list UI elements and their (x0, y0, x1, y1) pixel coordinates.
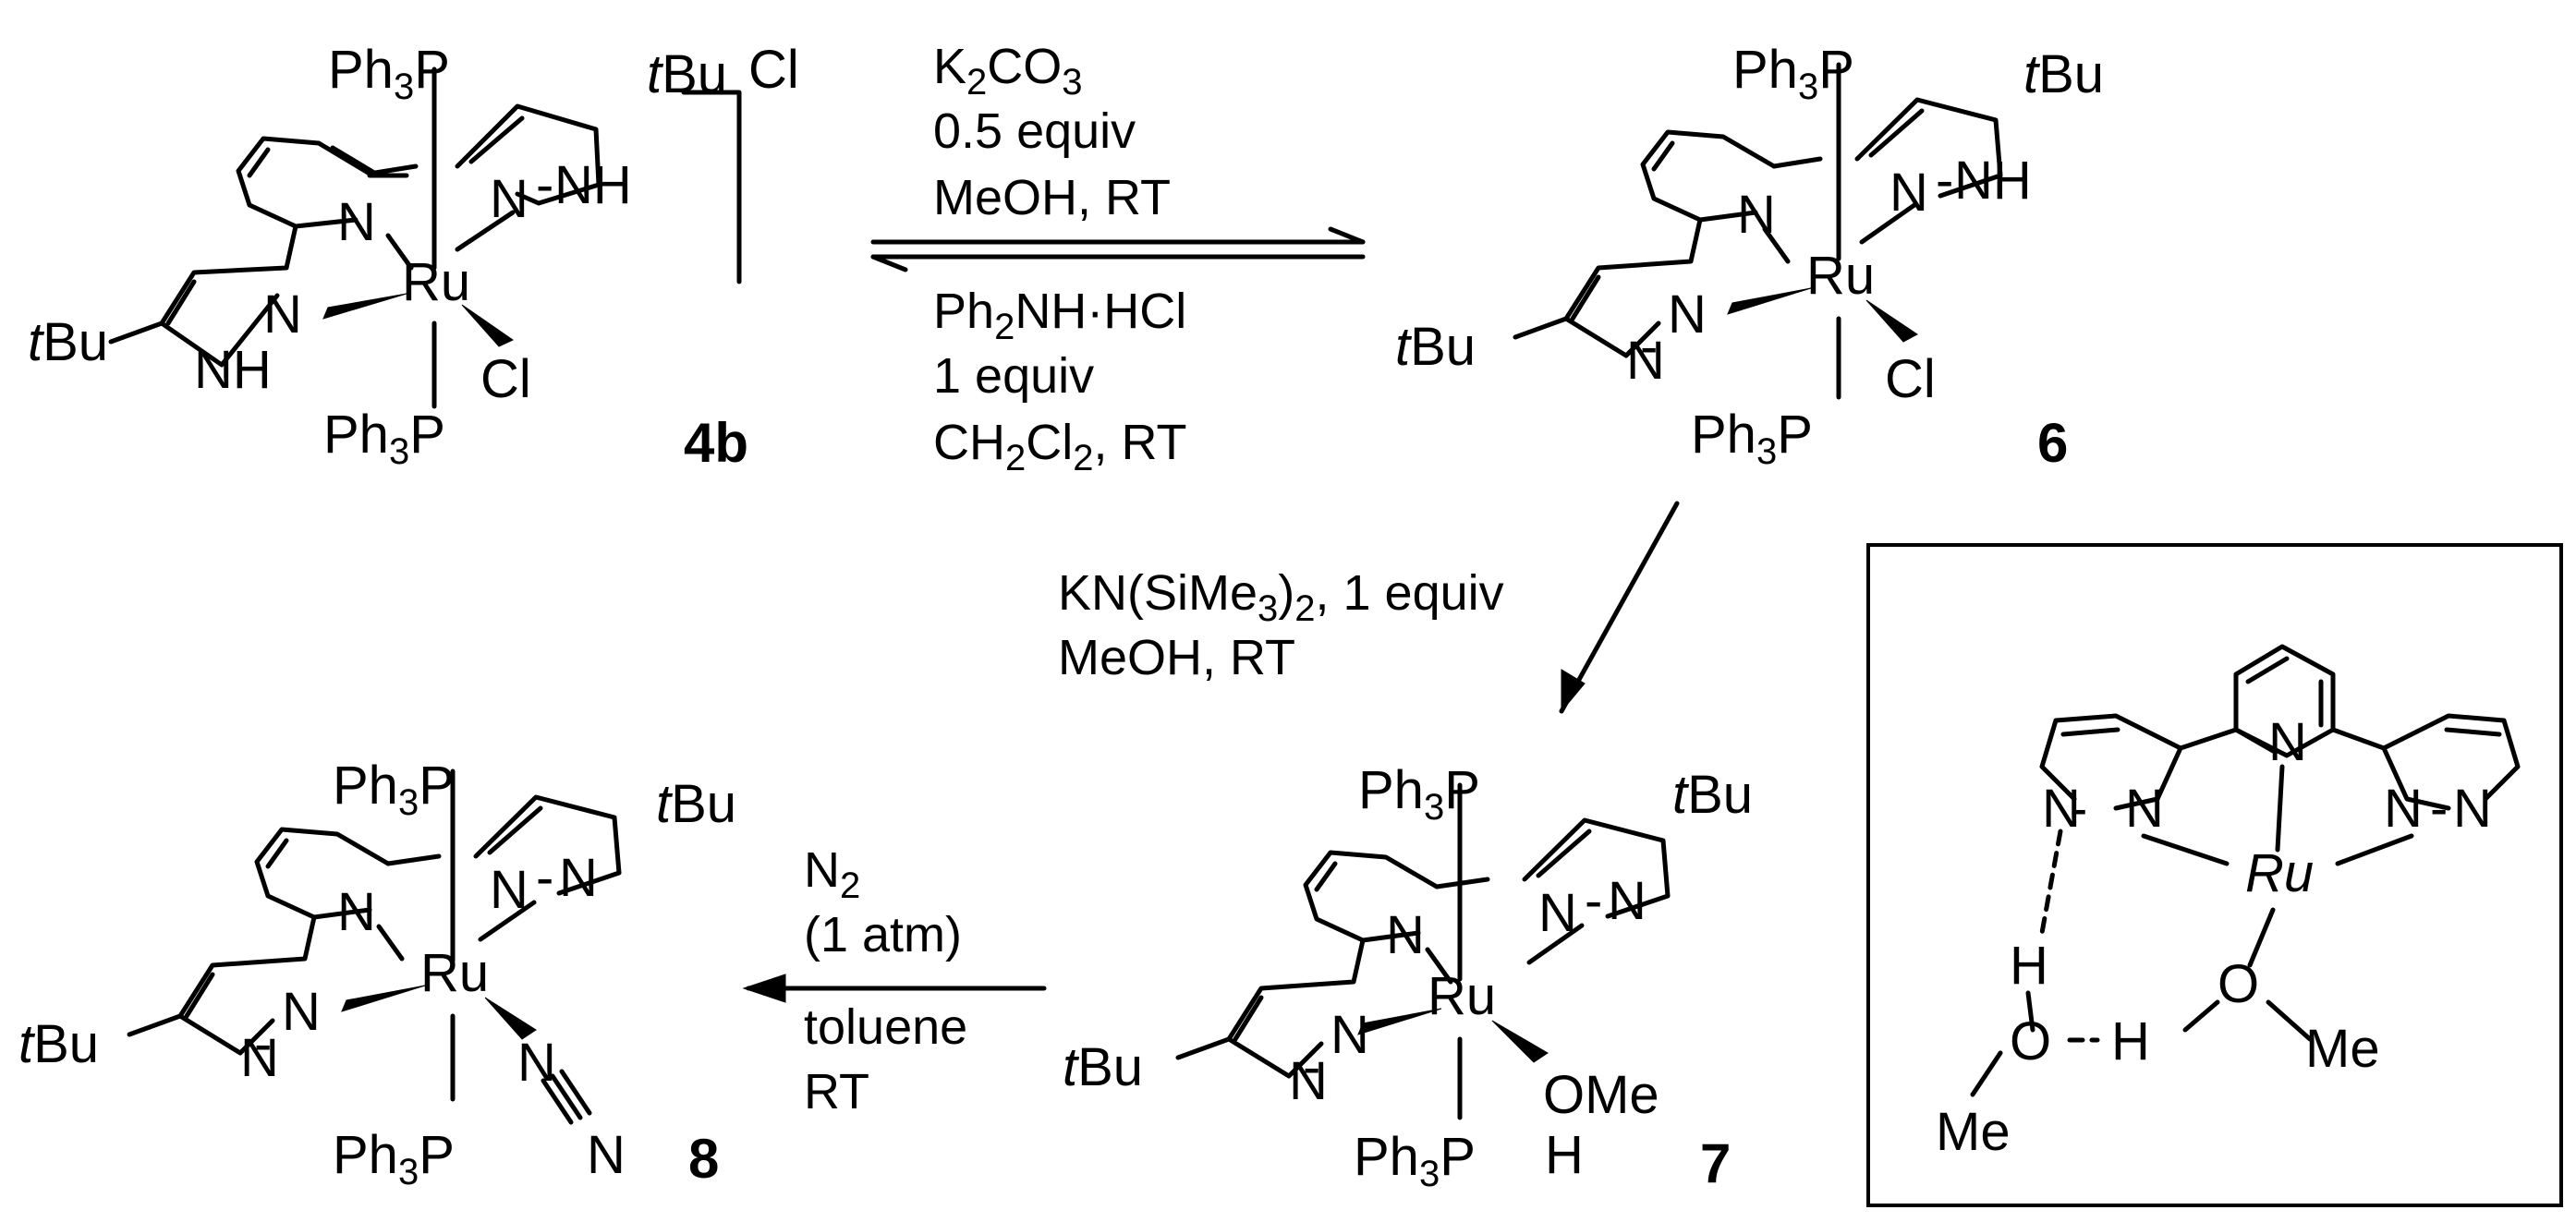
svg-text:MeOH, RT: MeOH, RT (1058, 630, 1295, 685)
svg-text:N: N (2125, 779, 2164, 839)
h-mid-inset: H (2111, 1011, 2150, 1071)
svg-text:N: N (240, 1028, 279, 1088)
svg-text:Ph3P: Ph3P (1691, 405, 1813, 472)
svg-text:N: N (559, 848, 598, 908)
svg-text:0.5 equiv: 0.5 equiv (933, 103, 1136, 159)
ru-4b: Ru (402, 252, 470, 312)
svg-text:N: N (2268, 712, 2307, 772)
svg-text:toluene: toluene (804, 999, 967, 1055)
svg-text:Ph3P: Ph3P (328, 40, 450, 107)
tbu-right-6: tBu (2023, 44, 2104, 104)
conditions-forward: K2CO3 0.5 equiv MeOH, RT (933, 39, 1171, 225)
compound-4b: Ph3P Ph3P Ru Cl N N - NH N NH tBu tBu Cl… (28, 40, 799, 474)
svg-text:RT: RT (804, 1064, 869, 1119)
svg-text:-: - (1303, 1037, 1320, 1097)
ome-7: OMe (1543, 1065, 1659, 1125)
svg-text:-: - (2430, 779, 2448, 839)
svg-text:N: N (1289, 1051, 1328, 1111)
svg-text:N: N (2453, 779, 2492, 839)
svg-text:N: N (263, 284, 302, 345)
svg-text:-: - (1640, 317, 1658, 377)
nh-left-4b: NH (194, 340, 272, 400)
svg-text:Ph3P: Ph3P (1354, 1127, 1476, 1194)
svg-text:MeOH, RT: MeOH, RT (933, 170, 1171, 225)
svg-text:N: N (1889, 163, 1928, 223)
svg-text:-: - (536, 155, 553, 215)
ru-7: Ru (1428, 966, 1496, 1026)
svg-text:-: - (536, 848, 553, 908)
svg-text:N2: N2 (804, 842, 860, 906)
svg-text:Ph3P: Ph3P (333, 756, 455, 823)
svg-text:(1 atm): (1 atm) (804, 907, 962, 962)
svg-text:1 equiv: 1 equiv (933, 348, 1094, 404)
tbu-left-6: tBu (1395, 317, 1476, 377)
svg-text:Ph3P: Ph3P (1358, 760, 1480, 828)
svg-text:-: - (1585, 871, 1602, 931)
tbu-right-7: tBu (1672, 765, 1753, 825)
inset-box: N N - N N - N Ru O H O H Me Me (1866, 543, 2563, 1207)
svg-text:N: N (1668, 284, 1707, 345)
equilibrium-arrows (870, 226, 1366, 272)
svg-text:CH2Cl2, RT: CH2Cl2, RT (933, 415, 1187, 478)
nh-right-6: NH (1954, 151, 2032, 211)
compound-8: Ph3P Ph3P Ru N N N N - N N N - tBu tBu 8 (18, 756, 736, 1192)
svg-text:-: - (254, 1014, 272, 1074)
svg-text:Ph2NH·HCl: Ph2NH·HCl (933, 284, 1186, 347)
h-7: H (1545, 1125, 1584, 1185)
label-4b: 4b (684, 412, 748, 474)
conditions-to7: KN(SiMe3)2, 1 equiv MeOH, RT (1058, 565, 1504, 685)
pyridine-ring-4b (236, 136, 372, 229)
tbu-left-8: tBu (18, 1014, 99, 1074)
conditions-reverse: Ph2NH·HCl 1 equiv CH2Cl2, RT (933, 284, 1187, 478)
svg-text:KN(SiMe3)2, 1 equiv: KN(SiMe3)2, 1 equiv (1058, 565, 1504, 629)
ru-inset: Ru (2245, 843, 2314, 903)
svg-text:N: N (2384, 779, 2423, 839)
o-left-inset: O (2010, 1011, 2051, 1071)
conditions-to8: N2 (1 atm) toluene RT (804, 842, 967, 1119)
svg-text:N: N (2042, 779, 2081, 839)
me-right-inset: Me (2305, 1019, 2380, 1079)
nh-right-4b: NH (554, 155, 632, 215)
svg-text:N: N (1737, 185, 1776, 245)
svg-text:N: N (1331, 1005, 1369, 1065)
svg-text:-: - (1936, 151, 1953, 211)
label-7: 7 (1700, 1132, 1731, 1194)
svg-text:N: N (337, 192, 376, 252)
svg-text:N: N (1608, 871, 1646, 931)
compound-6: Ph3P Ph3P Ru Cl N N - NH N N - tBu tBu 6 (1395, 40, 2104, 474)
svg-text:Ph3P: Ph3P (333, 1125, 455, 1192)
svg-text:Ph3P: Ph3P (323, 405, 445, 472)
tbu-right-8: tBu (656, 774, 736, 834)
counterion-4b: Cl (748, 40, 799, 100)
cl-4b: Cl (480, 349, 531, 409)
h-left-inset: H (2010, 936, 2048, 996)
compound-7: Ph3P Ph3P Ru OMe H N N - N N N - tBu tBu… (1063, 760, 1753, 1194)
label-8: 8 (688, 1128, 719, 1190)
svg-text:N: N (1626, 331, 1665, 391)
ru-8: Ru (420, 943, 489, 1003)
o-right-inset: O (2218, 954, 2259, 1014)
svg-text:N: N (337, 882, 376, 942)
arrow-7-to-8 (742, 974, 1047, 1003)
svg-text:K2CO3: K2CO3 (933, 39, 1083, 103)
me-left-inset: Me (1936, 1102, 2011, 1162)
n-alpha-8: N (517, 1033, 556, 1093)
tbu-left-7: tBu (1063, 1037, 1143, 1097)
tbu-right-4b: tBu (647, 44, 727, 104)
ru-6: Ru (1806, 246, 1875, 306)
svg-text:N: N (1538, 883, 1577, 943)
svg-text:-: - (2070, 779, 2087, 839)
n-beta-8: N (587, 1125, 626, 1185)
svg-text:N: N (490, 169, 529, 229)
svg-text:Ph3P: Ph3P (1732, 40, 1854, 107)
arrow-6-to-7 (1559, 501, 1680, 714)
svg-text:N: N (490, 860, 529, 920)
svg-text:N: N (282, 982, 321, 1042)
cl-6: Cl (1885, 349, 1936, 409)
svg-text:N: N (1386, 905, 1425, 965)
tbu-left-4b: tBu (28, 312, 108, 372)
label-6: 6 (2037, 412, 2068, 474)
